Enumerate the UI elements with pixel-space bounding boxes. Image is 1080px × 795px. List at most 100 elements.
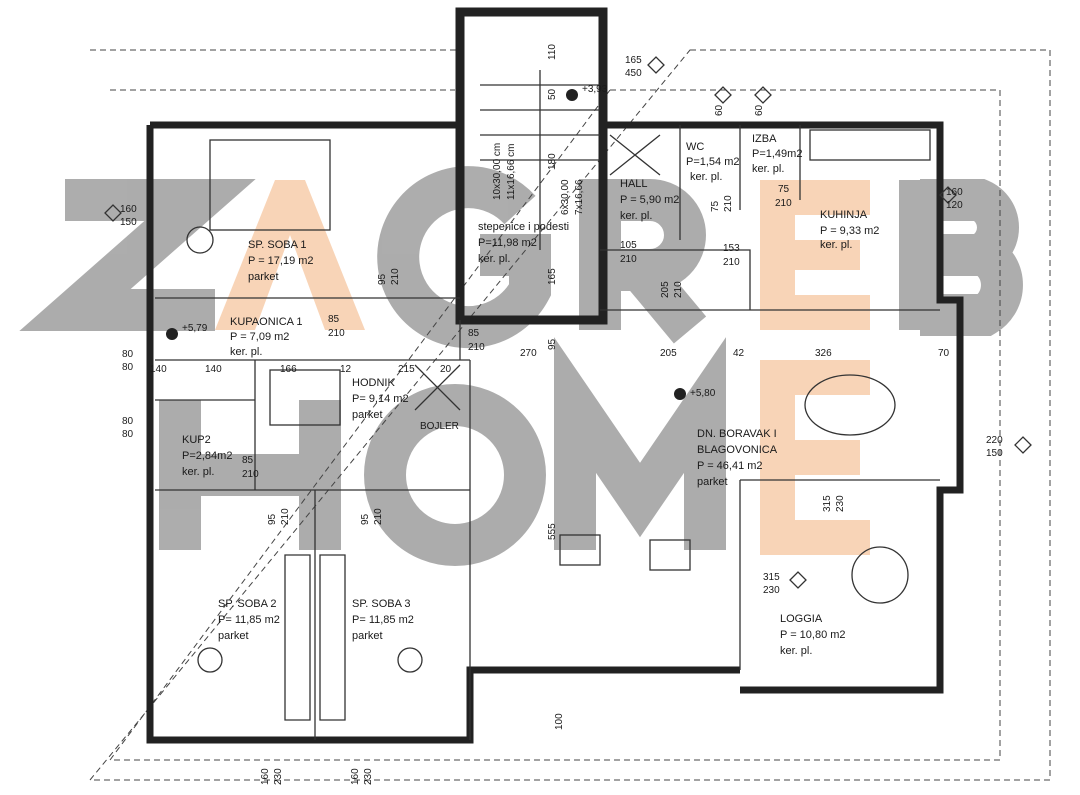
dimension: 150 bbox=[120, 217, 137, 228]
watermark-r bbox=[579, 179, 707, 344]
room-floor: parket bbox=[352, 630, 383, 642]
room-name: KUHINJA bbox=[820, 209, 868, 221]
dimension: 315 bbox=[822, 495, 833, 512]
dimension: 95 bbox=[360, 513, 371, 525]
dimension: 60 bbox=[754, 104, 765, 116]
dimension: 160 bbox=[260, 768, 271, 785]
dimension: 210 bbox=[673, 281, 684, 298]
dimension: 210 bbox=[390, 268, 401, 285]
room-name: LOGGIA bbox=[780, 613, 823, 625]
watermark-b bbox=[899, 179, 1023, 336]
dimension: 50 bbox=[547, 88, 558, 100]
dimension: 60 bbox=[714, 104, 725, 116]
level-label: +5,80 bbox=[690, 388, 716, 399]
level-label: +3,93 bbox=[582, 84, 608, 95]
watermark-a bbox=[215, 180, 365, 330]
room-floor: ker. pl. bbox=[478, 253, 510, 265]
dimension: 140 bbox=[150, 364, 167, 375]
room-floor: ker. pl. bbox=[230, 346, 262, 358]
room-hall: HALL P = 5,90 m2 ker. pl. bbox=[620, 178, 679, 222]
room-name: HODNIK bbox=[352, 377, 395, 389]
stair-notes: 10x30,00 cm 11x16,66 cm 6x30,00 7x16,66 bbox=[492, 143, 585, 215]
room-floor: ker. pl. bbox=[780, 645, 812, 657]
watermark-e2 bbox=[760, 360, 870, 555]
dimension: 85 bbox=[468, 328, 480, 339]
level-label: +5,79 bbox=[182, 323, 208, 334]
dimension: 166 bbox=[280, 364, 297, 375]
dimension: 150 bbox=[986, 448, 1003, 459]
room-area: P=2,84m2 bbox=[182, 450, 232, 462]
room-name: KUP2 bbox=[182, 434, 211, 446]
room-area: P = 7,09 m2 bbox=[230, 331, 289, 343]
room-kupaonica-1: KUPAONICA 1 P = 7,09 m2 ker. pl. bbox=[230, 316, 303, 358]
dimension: 230 bbox=[763, 585, 780, 596]
dimension: 450 bbox=[625, 68, 642, 79]
room-area: P = 17,19 m2 bbox=[248, 255, 314, 267]
room-area: P = 46,41 m2 bbox=[697, 460, 763, 472]
room-area: P = 10,80 m2 bbox=[780, 629, 846, 641]
level-marker-icon bbox=[566, 89, 578, 101]
dimension: 120 bbox=[946, 200, 963, 211]
walls bbox=[146, 7, 964, 744]
dimension: 80 bbox=[122, 349, 134, 360]
dimension: 270 bbox=[520, 348, 537, 359]
room-area: P=11,98 m2 bbox=[478, 237, 537, 249]
room-floor: ker. pl. bbox=[690, 171, 722, 183]
room-area: P=1,54 m2 bbox=[686, 156, 740, 168]
window-markers bbox=[104, 56, 1032, 589]
dimension: 205 bbox=[660, 281, 671, 298]
watermark-m bbox=[554, 337, 726, 550]
dimension: 165 bbox=[547, 268, 558, 285]
room-sp-soba-2: SP. SOBA 2 P= 11,85 m2 parket bbox=[218, 598, 280, 642]
dimension: 12 bbox=[340, 364, 352, 375]
room-floor: parket bbox=[352, 409, 383, 421]
dimension: 160 bbox=[946, 187, 963, 198]
dimension: 205 bbox=[660, 348, 677, 359]
stair-note: 6x30,00 bbox=[560, 179, 571, 215]
dimension: 153 bbox=[723, 243, 740, 254]
dimension: 210 bbox=[280, 508, 291, 525]
level-markers: +3,93 +5,79 +5,80 bbox=[166, 84, 716, 400]
furniture bbox=[186, 129, 931, 673]
room-name: IZBA bbox=[752, 133, 777, 145]
room-stepenice: stepenice i podesti P=11,98 m2 ker. pl. bbox=[478, 221, 569, 265]
room-floor: ker. pl. bbox=[182, 466, 214, 478]
room-area: P= 11,85 m2 bbox=[218, 614, 280, 626]
stair-note: 11x16,66 cm bbox=[506, 143, 517, 200]
stair-note: 7x16,66 bbox=[574, 179, 585, 215]
dimension: 555 bbox=[547, 523, 558, 540]
dimension: 140 bbox=[205, 364, 222, 375]
dimension: 210 bbox=[723, 257, 740, 268]
room-area: P= 9,14 m2 bbox=[352, 393, 409, 405]
room-area: P=1,49m2 bbox=[752, 148, 802, 160]
dimension: 210 bbox=[328, 328, 345, 339]
dimension: 315 bbox=[763, 572, 780, 583]
dimension: 20 bbox=[440, 364, 452, 375]
room-name-2: BLAGOVONICA bbox=[697, 444, 778, 456]
dimension: 160 bbox=[120, 204, 137, 215]
dimension: 85 bbox=[328, 314, 340, 325]
dimension: 95 bbox=[377, 273, 388, 285]
watermark-z bbox=[19, 179, 256, 331]
dimension: 70 bbox=[938, 348, 950, 359]
room-sp-soba-3: SP. SOBA 3 P= 11,85 m2 parket bbox=[352, 598, 414, 642]
room-floor: parket bbox=[218, 630, 249, 642]
room-sp-soba-1: SP. SOBA 1 P = 17,19 m2 parket bbox=[248, 239, 314, 283]
stair-note: 10x30,00 cm bbox=[492, 143, 503, 200]
watermark-e bbox=[760, 180, 870, 330]
room-floor: ker. pl. bbox=[752, 163, 784, 175]
dimension: 80 bbox=[122, 429, 134, 440]
dimension: 210 bbox=[620, 254, 637, 265]
room-floor: parket bbox=[697, 476, 728, 488]
room-wc: WC P=1,54 m2 ker. pl. bbox=[686, 141, 740, 183]
room-name: DN. BORAVAK I bbox=[697, 428, 777, 440]
dimension: 42 bbox=[733, 348, 745, 359]
boiler-label: BOJLER bbox=[420, 421, 459, 432]
level-marker-icon bbox=[166, 328, 178, 340]
dimension: 110 bbox=[547, 44, 558, 60]
room-kup2: KUP2 P=2,84m2 ker. pl. bbox=[182, 434, 232, 478]
room-name: stepenice i podesti bbox=[478, 221, 569, 233]
dimension: 95 bbox=[267, 513, 278, 525]
dimension: 165 bbox=[625, 55, 642, 66]
level-marker-icon bbox=[674, 388, 686, 400]
